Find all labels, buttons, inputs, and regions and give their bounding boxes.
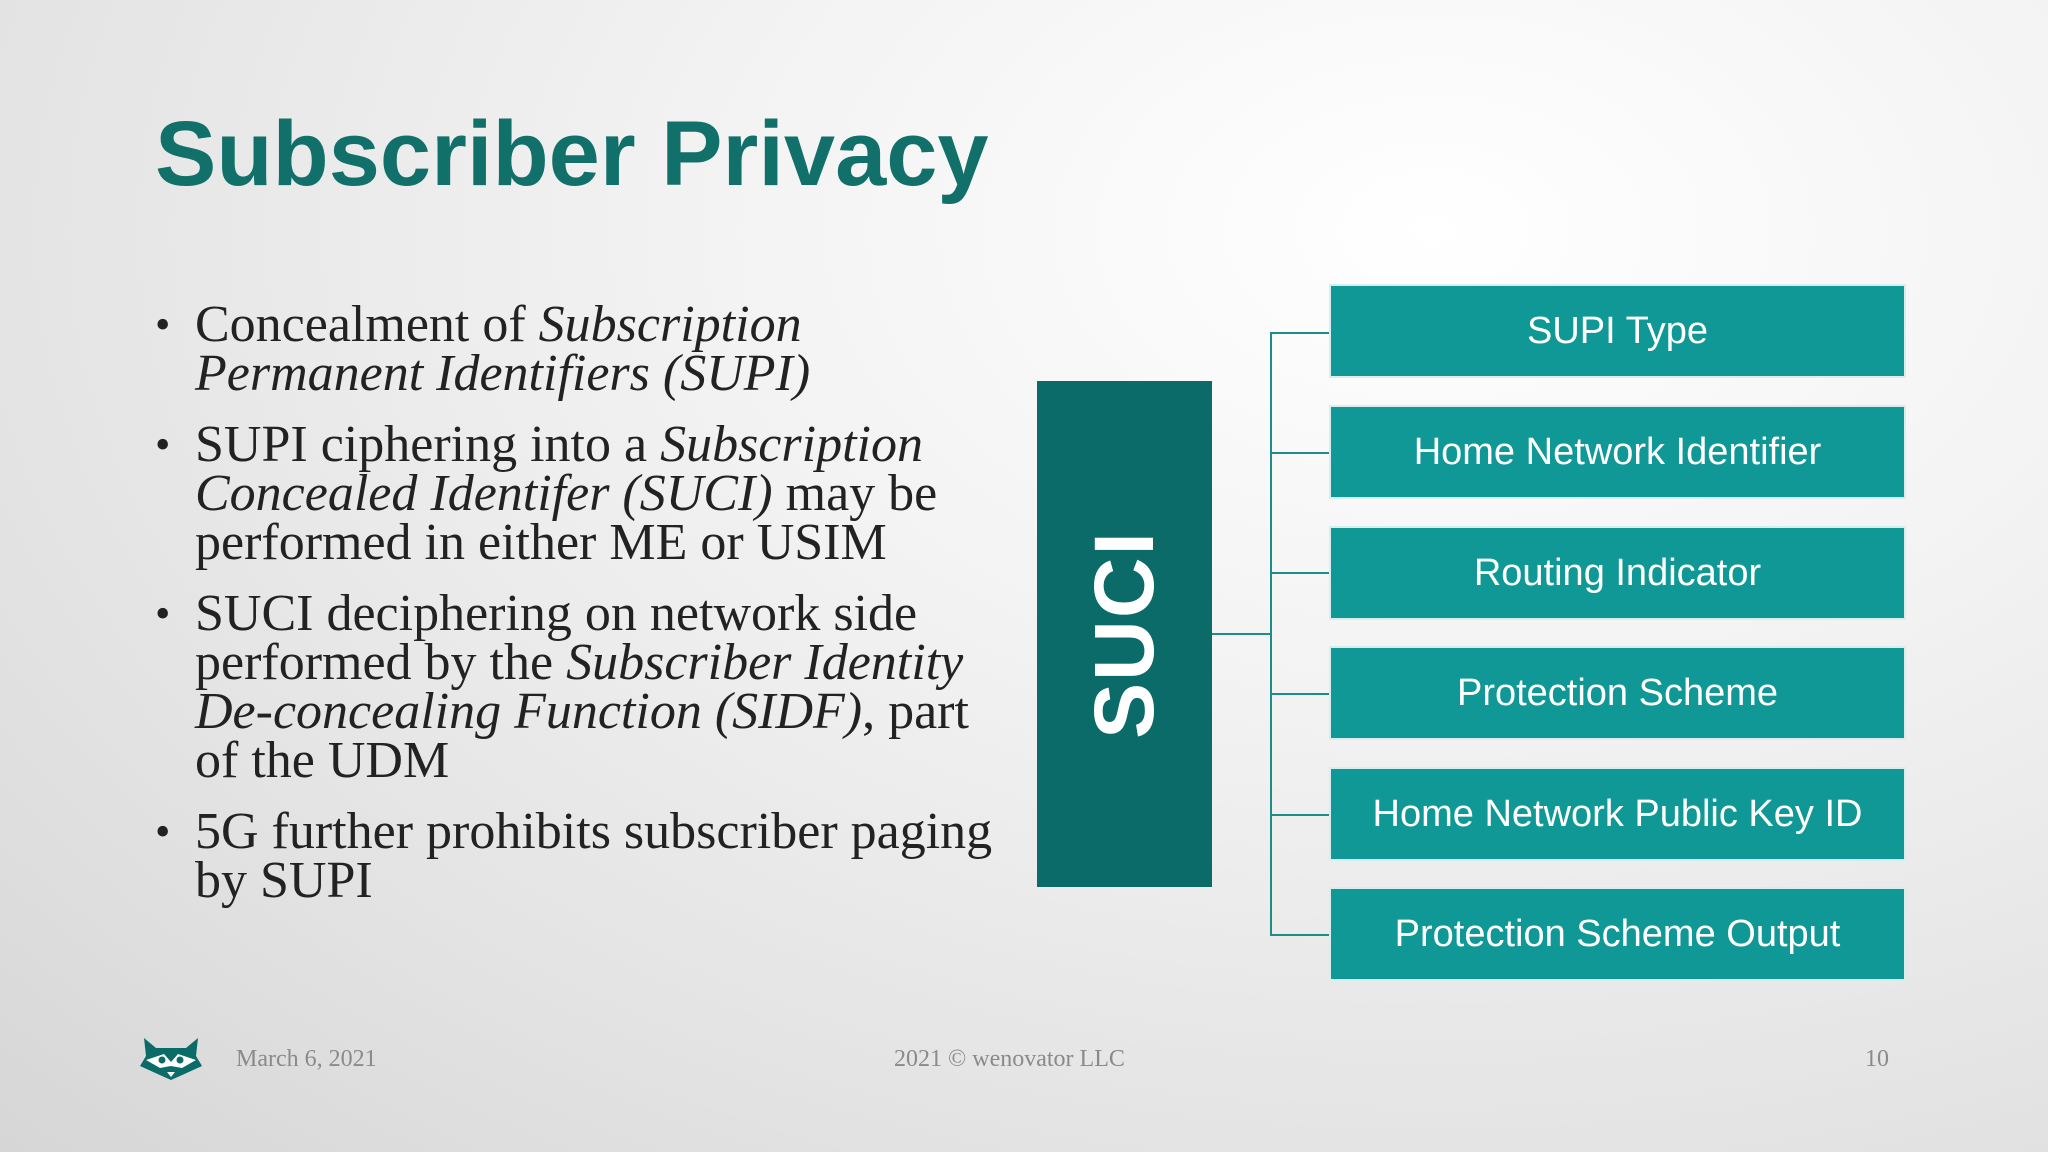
field-protection-scheme: Protection Scheme bbox=[1329, 646, 1906, 740]
connector-branch-3 bbox=[1270, 572, 1329, 574]
connector-branch-4 bbox=[1270, 693, 1329, 695]
connector-branch-6 bbox=[1270, 934, 1329, 936]
bullet-text: may be performed in either ME or USIM bbox=[195, 465, 938, 571]
bullet-item-3: • SUCI deciphering on network side perfo… bbox=[150, 588, 1010, 787]
footer-page-number: 10 bbox=[1865, 1046, 1889, 1072]
bullet-dot-icon: • bbox=[155, 420, 171, 469]
bullet-text-italic: Subscription Permanent Identifiers (SUPI… bbox=[195, 296, 811, 402]
field-supi-type: SUPI Type bbox=[1329, 284, 1906, 378]
connector-branch-2 bbox=[1270, 452, 1329, 454]
slide-title: Subscriber Privacy bbox=[155, 103, 989, 205]
bullet-text-italic: Subscriber Identity De-concealing Functi… bbox=[195, 634, 964, 740]
suci-root-box: SUCI bbox=[1037, 381, 1212, 887]
raccoon-logo-icon bbox=[140, 1038, 202, 1080]
connector-branch-5 bbox=[1270, 814, 1329, 816]
field-home-network-public-key-id: Home Network Public Key ID bbox=[1329, 767, 1906, 861]
bullet-text: , part of the UDM bbox=[195, 683, 969, 789]
field-protection-scheme-output: Protection Scheme Output bbox=[1329, 887, 1906, 981]
bullet-text: SUPI ciphering into a bbox=[195, 416, 661, 473]
suci-root-label: SUCI bbox=[1077, 529, 1172, 739]
footer-copyright: 2021 © wenovator LLC bbox=[894, 1046, 1125, 1072]
connector-root-line bbox=[1212, 633, 1270, 635]
bullet-dot-icon: • bbox=[155, 807, 171, 856]
field-home-network-identifier: Home Network Identifier bbox=[1329, 405, 1906, 499]
bullet-text: SUCI deciphering on network side perform… bbox=[195, 585, 918, 691]
field-routing-indicator: Routing Indicator bbox=[1329, 526, 1906, 620]
bullet-dot-icon: • bbox=[155, 300, 171, 349]
connector-branch-1 bbox=[1270, 332, 1329, 334]
connector-vertical-line bbox=[1270, 332, 1272, 936]
bullet-item-2: • SUPI ciphering into a Subscription Con… bbox=[150, 419, 1010, 569]
bullet-item-4: • 5G further prohibits subscriber paging… bbox=[150, 806, 1010, 907]
bullet-text: Concealment of bbox=[195, 296, 539, 353]
footer-date: March 6, 2021 bbox=[236, 1046, 377, 1072]
bullet-text: 5G further prohibits subscriber paging b… bbox=[195, 803, 993, 909]
bullet-list: • Concealment of Subscription Permanent … bbox=[150, 299, 1010, 927]
bullet-dot-icon: • bbox=[155, 589, 171, 638]
bullet-item-1: • Concealment of Subscription Permanent … bbox=[150, 299, 1010, 400]
bullet-text-italic: Subscription Concealed Identifer (SUCI) bbox=[195, 416, 923, 522]
